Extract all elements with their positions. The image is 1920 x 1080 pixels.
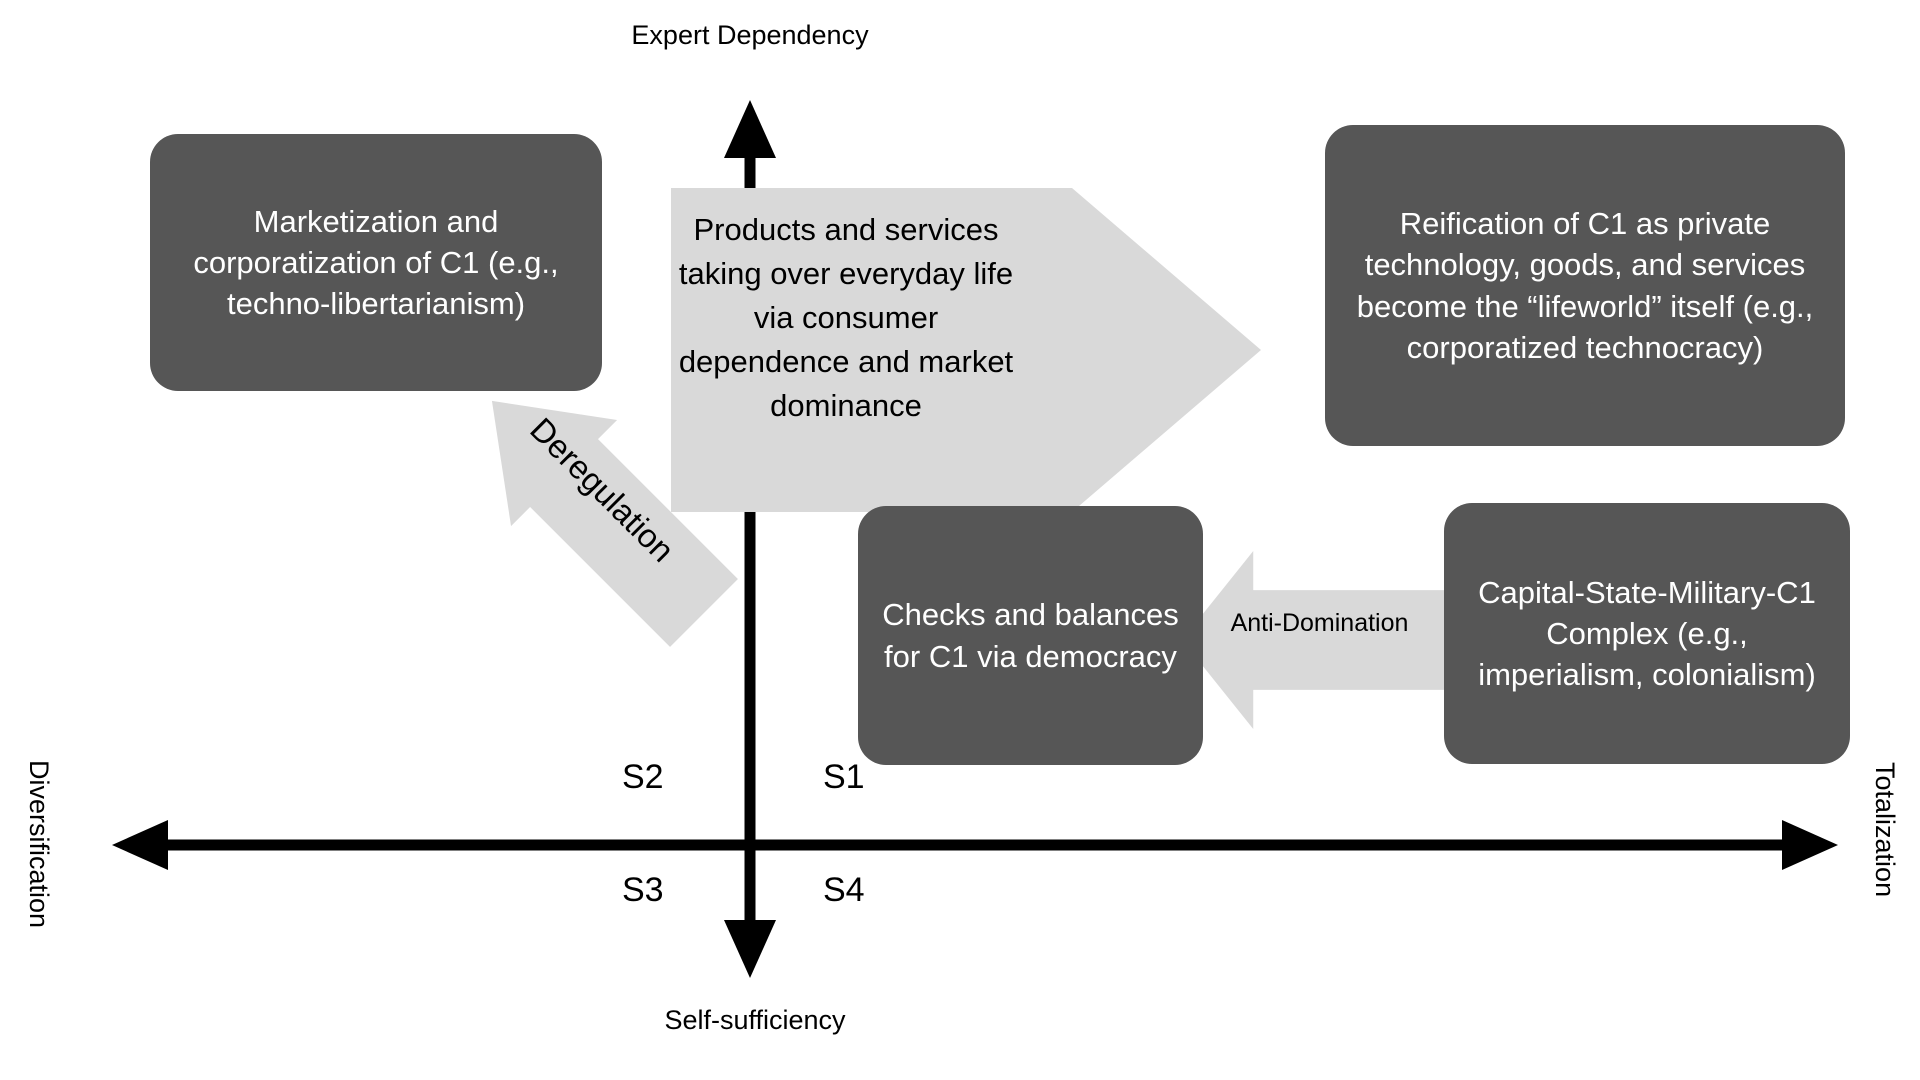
axis-label-expert-dependency: Expert Dependency	[631, 20, 869, 50]
node-capital-state-military-complex: Capital-State-Military-C1 Complex (e.g.,…	[1444, 503, 1850, 764]
arrow-anti-domination	[1182, 551, 1456, 729]
quadrant-label-s1: S1	[823, 758, 865, 796]
quadrant-label-s3: S3	[622, 871, 664, 909]
axis-label-self-sufficiency: Self-sufficiency	[664, 1005, 846, 1035]
quadrant-label-s4: S4	[823, 871, 865, 909]
node-checks-and-balances: Checks and balances for C1 via democracy	[858, 506, 1203, 765]
node-reification: Reification of C1 as private technology,…	[1325, 125, 1845, 446]
arrow-products-and-services-label: Products and services taking over everyd…	[678, 211, 1014, 424]
quadrant-label-s2: S2	[622, 758, 664, 796]
node-marketization: Marketization and corporatization of C1 …	[150, 134, 602, 391]
arrow-anti-domination-label: Anti-Domination	[1230, 609, 1409, 637]
